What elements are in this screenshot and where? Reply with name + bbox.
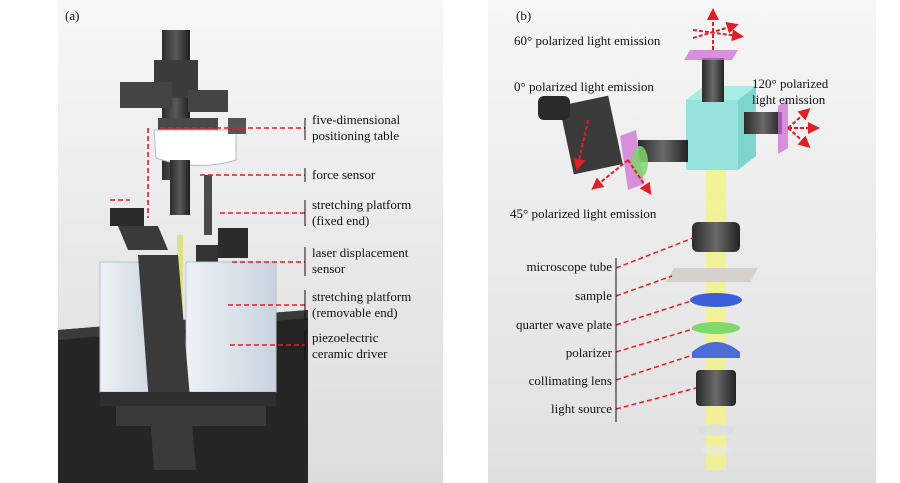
panel-a-label: (a) [65, 8, 80, 23]
label-stretching-platform-removable: stretching platform(removable end) [312, 289, 412, 320]
camera-0 [559, 95, 623, 175]
panel-a: (a) [58, 0, 443, 483]
label-polarizer: polarizer [565, 345, 612, 360]
label-light-source: light source [550, 401, 612, 416]
label-emission-60: 60° polarized light emission [514, 33, 661, 48]
label-quarter-wave-plate: quarter wave plate [515, 317, 612, 332]
label-force-sensor: force sensor [312, 167, 376, 182]
panel-b-label: (b) [516, 8, 532, 23]
right-enclosure [185, 261, 277, 393]
filter-60 [684, 50, 738, 60]
panel-b: (b) [488, 0, 876, 483]
optical-path-diagram [488, 0, 876, 483]
apparatus-render [58, 0, 443, 483]
label-stretching-platform-fixed: stretching platform(fixed end) [312, 197, 412, 228]
quarter-wave-plate-part [690, 293, 742, 307]
polarizer-part [692, 322, 740, 334]
label-collimating-lens: collimating lens [528, 373, 612, 388]
light-source-part [696, 370, 736, 406]
filter-120 [778, 100, 788, 154]
label-microscope-tube: microscope tube [526, 259, 612, 274]
collimating-lens-part [692, 342, 740, 358]
white-clamp [153, 129, 237, 166]
beam-splitter-cube [686, 100, 738, 170]
microscope-tube-part [692, 222, 740, 252]
sample-part [666, 268, 758, 282]
label-sample: sample [575, 288, 612, 303]
label-emission-0: 0° polarized light emission [514, 79, 654, 94]
label-emission-45: 45° polarized light emission [510, 206, 657, 221]
